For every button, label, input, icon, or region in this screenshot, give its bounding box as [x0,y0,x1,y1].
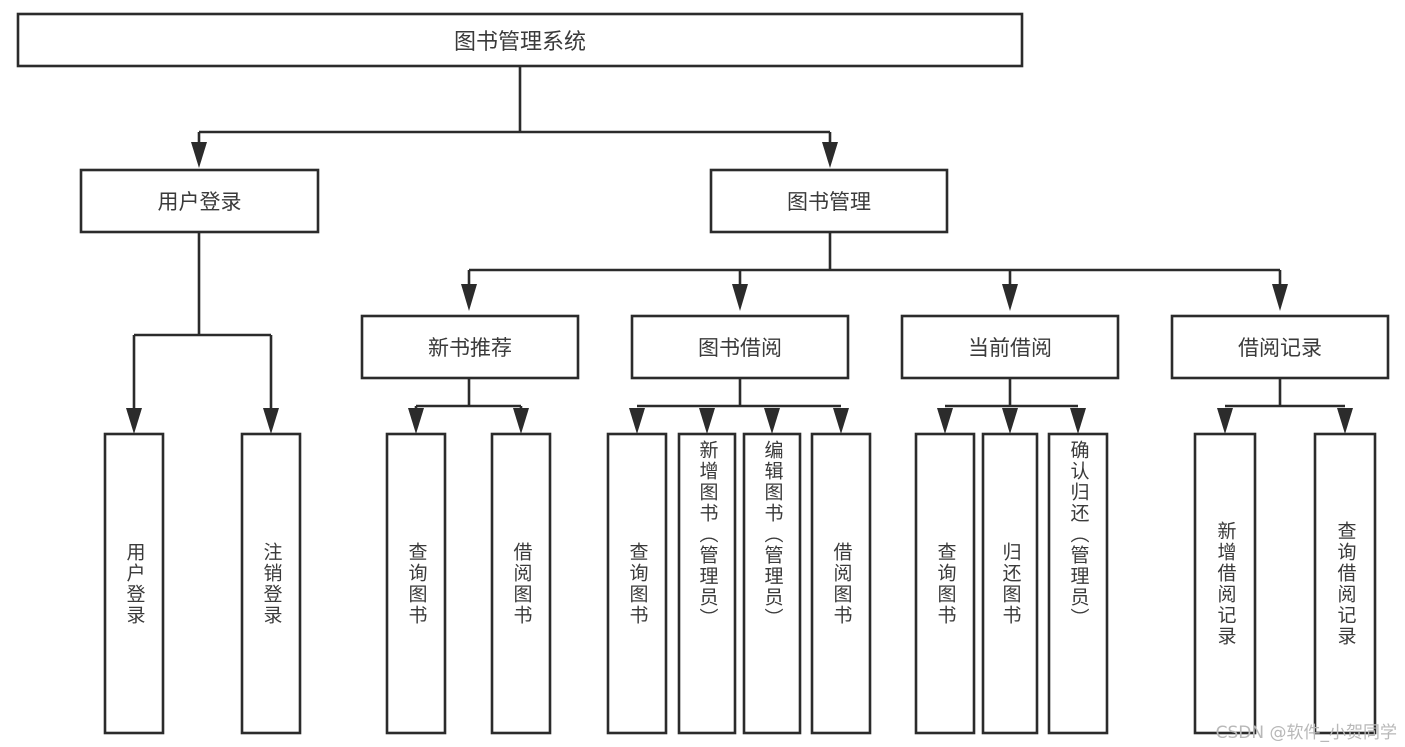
arrow-head-bb-4 [833,408,849,434]
arrow-head-cb-1 [937,408,953,434]
leaf-book-borrow-0[interactable] [606,432,668,735]
leaf-book-borrow-2[interactable] [742,432,802,735]
arrow-head-nb-2 [513,408,529,434]
connector-userlogin-to-leaves [126,232,279,434]
arrow-head-br-2 [1337,408,1353,434]
arrow-head-br-1 [1217,408,1233,434]
arrow-head-bb-2 [699,408,715,434]
arrow-head-leaf-logout [263,408,279,434]
connector-currentborrow-to-leaves [937,378,1086,434]
node-current-borrow[interactable] [900,314,1120,380]
connector-newbook-to-leaves [408,378,529,434]
leaf-borrow-record-1[interactable] [1313,432,1377,735]
leaf-current-borrow-2[interactable] [1047,432,1109,735]
leaf-new-book-1[interactable] [490,432,552,735]
arrow-head-new-book [461,284,477,311]
leaf-borrow-record-0[interactable] [1193,432,1257,735]
arrow-head-book-borrow [732,284,748,311]
arrow-head-nb-1 [408,408,424,434]
connector-bookborrow-to-leaves [629,378,849,434]
connector-root-to-level2 [191,66,838,168]
arrow-head-leaf-user-login [126,408,142,434]
leaf-current-borrow-1[interactable] [981,432,1039,735]
arrow-head-current-borrow [1002,284,1018,311]
node-book-manage[interactable] [709,168,949,234]
node-user-login[interactable] [79,168,320,234]
node-new-book-recommend[interactable] [360,314,580,380]
leaf-book-borrow-1[interactable] [677,432,737,735]
connector-borrowrecord-to-leaves [1217,378,1353,434]
arrow-head-cb-2 [1002,408,1018,434]
arrow-head-book-manage [822,142,838,168]
arrow-head-bb-1 [629,408,645,434]
leaf-user-login-0[interactable] [103,432,165,735]
arrow-head-cb-3 [1070,408,1086,434]
leaf-current-borrow-0[interactable] [914,432,976,735]
arrow-head-bb-3 [764,408,780,434]
node-root[interactable] [16,12,1024,68]
leaf-new-book-0[interactable] [385,432,447,735]
leaf-book-borrow-3[interactable] [810,432,872,735]
connector-bookmanage-to-level3 [461,232,1288,311]
leaf-user-login-1[interactable] [240,432,302,735]
node-book-borrow[interactable] [630,314,850,380]
arrow-head-user-login [191,142,207,168]
arrow-head-borrow-record [1272,284,1288,311]
node-borrow-record[interactable] [1170,314,1390,380]
